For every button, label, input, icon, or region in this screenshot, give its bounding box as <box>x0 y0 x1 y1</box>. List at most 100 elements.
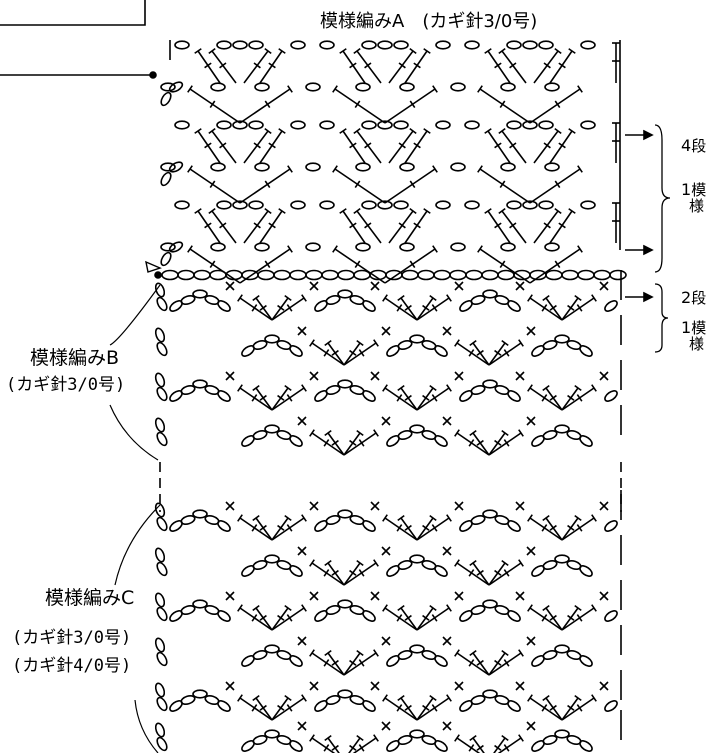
chain-stitch <box>264 729 280 739</box>
chain-stitch <box>470 604 486 616</box>
chain-stitch <box>337 509 353 519</box>
stitch-bar <box>404 394 412 401</box>
stitch-bar <box>567 524 575 531</box>
stitch-bar <box>541 704 548 712</box>
stitch-top <box>194 128 202 134</box>
chain-stitch <box>385 269 403 281</box>
chain-stitch <box>156 651 168 667</box>
stitch-top <box>382 294 388 302</box>
double-crochet-stitch <box>311 432 345 456</box>
chain-stitch <box>433 269 451 281</box>
chain-stitch <box>319 120 335 130</box>
chain-stitch <box>542 734 558 746</box>
double-crochet-stitch <box>311 342 345 366</box>
stitch-bar <box>251 614 258 622</box>
chain-stitch <box>355 162 371 172</box>
chain-stitch <box>361 40 377 50</box>
stitch-bar <box>541 614 548 622</box>
stitch-top <box>469 650 477 656</box>
stitch-top <box>284 385 292 391</box>
single-crochet-stitch <box>297 636 307 646</box>
single-crochet-stitch <box>309 501 319 511</box>
chain-stitch <box>264 644 280 654</box>
single-crochet-stitch <box>309 591 319 601</box>
single-crochet-stitch <box>454 591 464 601</box>
stitch-bar <box>323 569 330 577</box>
stitch-bar <box>422 614 430 621</box>
double-crochet-stitch <box>327 432 345 456</box>
chain-stitch <box>482 379 498 389</box>
chain-stitch <box>290 40 306 50</box>
chain-stitch <box>216 40 232 50</box>
chain-stitch <box>154 682 166 698</box>
double-crochet-stitch <box>343 562 377 586</box>
chain-stitch <box>450 162 466 172</box>
double-crochet-stitch <box>488 342 506 366</box>
chain-stitch <box>409 554 425 564</box>
single-crochet-stitch <box>297 416 307 426</box>
stitch-bar <box>268 222 276 229</box>
stitch-bar <box>549 614 557 621</box>
stitch-bar <box>323 349 330 357</box>
single-crochet-stitch <box>225 681 235 691</box>
chain-stitch <box>604 300 618 312</box>
double-crochet-stitch <box>400 697 418 721</box>
stitch-bar <box>268 62 276 69</box>
chain-stitch <box>522 120 538 130</box>
stitch-bar <box>422 304 430 311</box>
stitch-bar <box>567 394 575 401</box>
leader-b-top <box>109 284 161 346</box>
double-crochet-stitch <box>529 248 581 284</box>
single-crochet-stitch <box>381 636 391 646</box>
double-crochet-stitch <box>493 737 506 753</box>
start-dot <box>154 271 162 279</box>
stitch-bar <box>323 659 330 667</box>
chain-stitch <box>538 120 554 130</box>
stitch-top <box>446 514 452 522</box>
double-crochet-stitch <box>488 342 522 366</box>
stitch-top <box>501 560 509 566</box>
stitch-bar <box>349 659 357 666</box>
double-crochet-stitch <box>255 697 273 721</box>
chain-stitch <box>273 269 291 281</box>
single-crochet-stitch <box>442 721 452 731</box>
stitch-top <box>397 385 405 391</box>
double-crochet-stitch <box>271 387 305 411</box>
double-crochet-stitch <box>456 737 481 753</box>
chain-stitch <box>593 269 611 281</box>
chain-stitch <box>156 296 168 312</box>
chain-stitch <box>542 429 558 441</box>
chain-stitch <box>397 429 413 441</box>
double-crochet-stitch <box>271 697 305 721</box>
chain-stitch <box>337 599 353 609</box>
double-crochet-stitch <box>416 387 434 411</box>
double-crochet-stitch <box>239 517 273 541</box>
stitch-bar <box>268 142 276 149</box>
chain-stitch <box>177 269 195 281</box>
stitch-top <box>187 85 193 93</box>
single-crochet-stitch <box>370 371 380 381</box>
stitch-top <box>301 604 307 612</box>
chain-stitch <box>254 162 270 172</box>
stitch-bar <box>277 524 285 531</box>
chain-stitch <box>156 516 168 532</box>
double-crochet-stitch <box>488 432 522 456</box>
double-crochet-stitch <box>549 130 573 164</box>
chain-stitch <box>154 722 166 738</box>
stitch-top <box>432 245 438 253</box>
chain-stitch <box>217 520 231 532</box>
double-crochet-stitch <box>356 210 382 244</box>
double-crochet-stitch <box>384 517 418 541</box>
chain-stitch <box>252 559 268 571</box>
stitch-bar <box>431 304 438 312</box>
chain-stitch <box>174 200 190 210</box>
stitch-top <box>208 207 216 215</box>
stitch-top <box>382 694 388 702</box>
chain-stitch <box>377 120 393 130</box>
stitch-top <box>301 514 307 522</box>
stitch-top <box>591 604 597 612</box>
double-crochet-stitch <box>488 652 522 676</box>
pattern-a-title: 模様編みA (カギ針3/0号) <box>320 11 538 32</box>
stitch-top <box>498 127 506 135</box>
stitch-top <box>252 295 260 301</box>
